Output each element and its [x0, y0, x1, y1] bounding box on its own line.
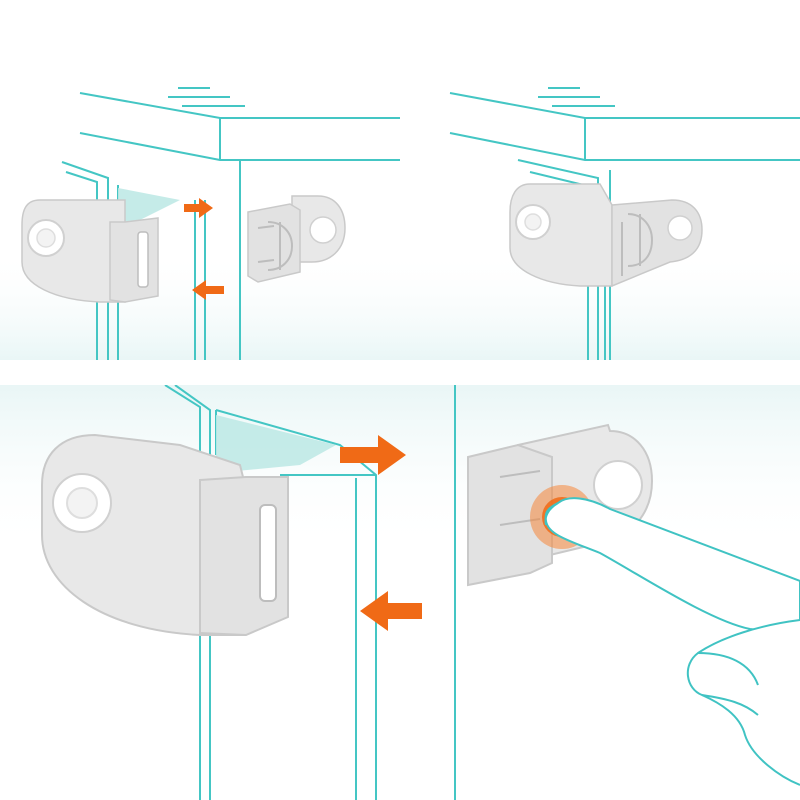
finger-icon — [544, 497, 800, 786]
cabinet-scene-4 — [440, 385, 800, 800]
cabinet-scene-1 — [0, 87, 400, 360]
lock-latch-piece — [247, 195, 346, 283]
lock-base-piece — [41, 433, 289, 637]
cabinet-scene-3 — [0, 385, 440, 800]
arrow-left-icon — [360, 591, 422, 631]
panel-step-4 — [440, 385, 800, 800]
speed-lines — [168, 87, 245, 107]
panel-step-3 — [0, 385, 440, 800]
lock-assembled — [509, 183, 703, 288]
arrow-right-icon — [184, 198, 213, 218]
glass-cabinet — [61, 92, 400, 360]
cabinet-scene-2 — [400, 87, 800, 360]
arrow-left-icon — [192, 280, 224, 300]
panel-step-2 — [400, 0, 800, 360]
glass-shade — [216, 415, 336, 473]
lock-base-piece — [21, 199, 159, 303]
glass-shade — [118, 188, 180, 222]
panel-step-1 — [0, 0, 400, 360]
arrow-right-icon — [340, 435, 406, 475]
speed-lines — [538, 87, 615, 107]
